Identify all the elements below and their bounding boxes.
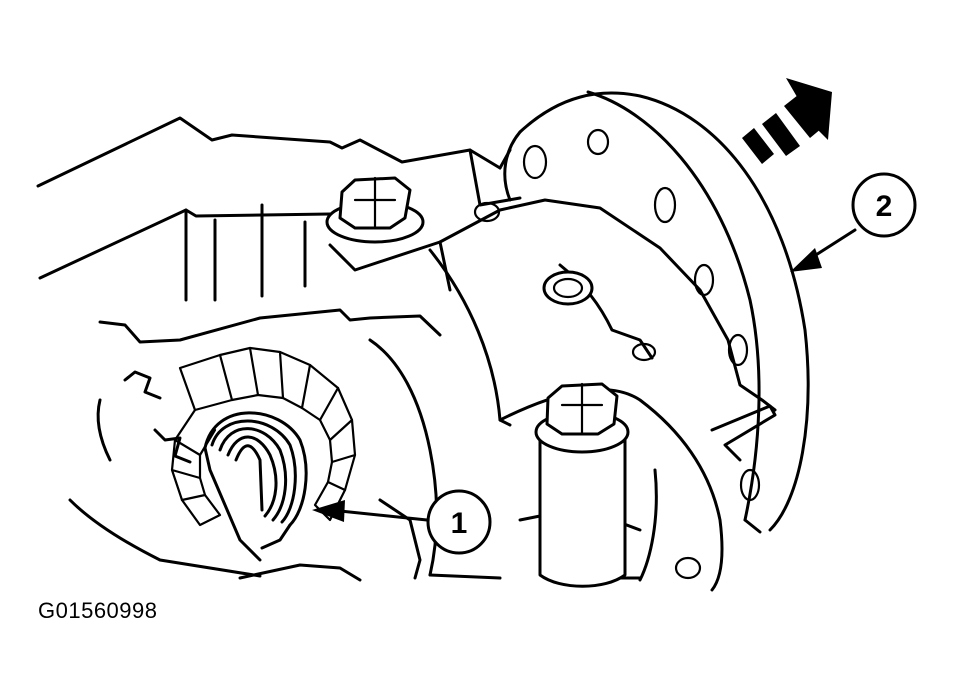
callout-1: 1 bbox=[312, 489, 492, 555]
direction-arrow-icon bbox=[742, 78, 832, 164]
callout-1-label: 1 bbox=[451, 507, 468, 540]
side-gear bbox=[170, 346, 357, 527]
lower-bolt bbox=[534, 382, 630, 588]
figure-id: G01560998 bbox=[38, 598, 158, 623]
flange bbox=[503, 90, 810, 534]
callout-2-label: 2 bbox=[876, 190, 893, 223]
callout-2: 2 bbox=[790, 172, 917, 272]
upper-bolt bbox=[325, 176, 425, 244]
housing-outline bbox=[36, 116, 512, 302]
bearing-cap bbox=[328, 148, 777, 592]
spring-coils bbox=[203, 411, 308, 562]
